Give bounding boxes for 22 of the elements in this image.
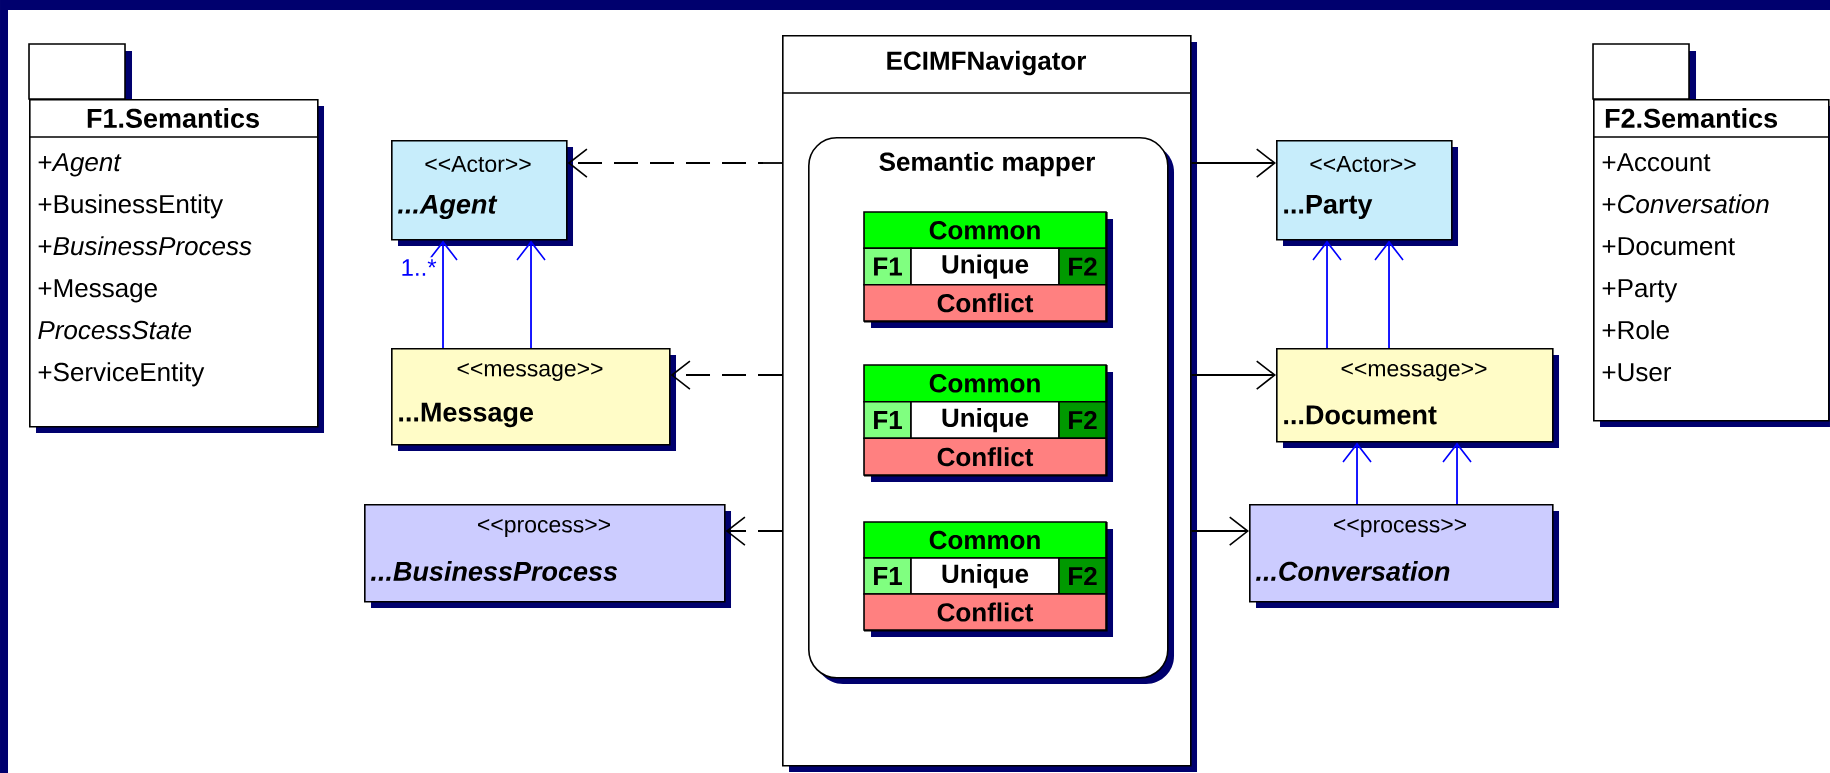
- class-box: <<message>> ...Message: [391, 348, 676, 451]
- mapping-table: Common F1 Unique F2 Conflict: [863, 211, 1113, 328]
- class-box: <<Actor>> ...Party: [1276, 140, 1458, 246]
- package-box: F1.Semantics +Agent +BusinessEntity +BusinessProcess +Message ProcessState +ServiceEntity: [28, 43, 324, 433]
- arrow: [567, 148, 783, 178]
- arrow: [1190, 360, 1276, 390]
- edge-label: 1..*: [398, 257, 439, 278]
- package-box: F2.Semantics +Account +Conversation +Document +Party +Role +User: [1592, 43, 1830, 427]
- arrow: [1442, 442, 1472, 505]
- arrow: [516, 240, 546, 349]
- class-box: <<process>> ...Conversation: [1249, 504, 1559, 608]
- mapping-table: Common F1 Unique F2 Conflict: [863, 364, 1113, 482]
- class-box: <<Actor>> ...Agent: [391, 140, 573, 246]
- arrow: [1342, 442, 1372, 505]
- class-box: <<process>> ...BusinessProcess: [364, 504, 731, 608]
- arrow: [670, 360, 783, 390]
- mapping-table: Common F1 Unique F2 Conflict: [863, 521, 1113, 637]
- arrow: [1374, 240, 1404, 349]
- class-box: <<message>> ...Document: [1276, 348, 1559, 448]
- arrow: [1190, 148, 1276, 178]
- arrow: [428, 240, 458, 349]
- arrow: [1312, 240, 1342, 349]
